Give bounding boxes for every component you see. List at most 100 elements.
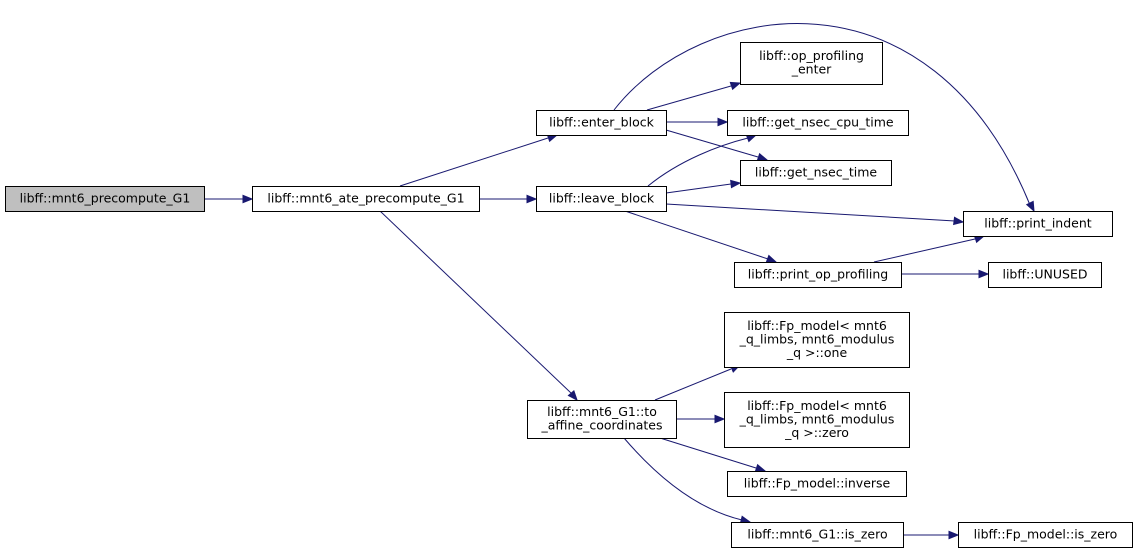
edge-mnt6_precompute_G1-to-mnt6_ate_precompute_G1 [204, 194, 254, 204]
edge-line [624, 210, 769, 260]
node-label: _enter [791, 62, 832, 77]
node-label: libff::Fp_model::inverse [744, 475, 891, 490]
node-to-affine-coordinates[interactable]: libff::mnt6_G1::to_affine_coordinates [527, 400, 677, 439]
edge-line [379, 210, 572, 394]
node-leave-block[interactable]: libff::leave_block [536, 186, 667, 212]
node-label: libff::mnt6_ate_precompute_G1 [267, 190, 464, 205]
node-label: libff::mnt6_G1::to [547, 404, 657, 419]
node-label: _q_limbs, mnt6_modulus [739, 331, 895, 346]
arrow-head-icon [714, 414, 726, 424]
edge-line [665, 203, 956, 222]
edge-mnt6_ate_precompute_G1-to-leave_block [479, 194, 538, 204]
edge-mnt6_ate_precompute_G1-to-to_affine_coordinates [379, 210, 578, 402]
edges-layer [204, 23, 1035, 540]
node-box [724, 392, 910, 448]
arrow-head-icon [730, 179, 742, 189]
node-box [958, 522, 1133, 548]
edge-line [654, 368, 732, 401]
node-label: libff::Fp_model::is_zero [974, 526, 1118, 541]
node-fp-one[interactable]: libff::Fp_model< mnt6_q_limbs, mnt6_modu… [724, 312, 910, 368]
node-fp-inverse[interactable]: libff::Fp_model::inverse [727, 471, 907, 497]
node-op-profiling-enter[interactable]: libff::op_profiling_enter [740, 42, 883, 85]
edge-print_op_profiling-to-print_indent [873, 234, 986, 263]
arrow-head-icon [953, 216, 965, 226]
node-label: _q >::one [786, 345, 848, 360]
edge-enter_block-to-print_indent [613, 23, 1035, 213]
edge-g1_is_zero-to-fp_is_zero [903, 530, 960, 540]
edge-line [873, 238, 976, 263]
node-box [988, 262, 1102, 288]
nodes-layer: libff::mnt6_precompute_G1 libff::mnt6_ate… [5, 42, 1133, 548]
arrow-head-icon [754, 463, 767, 473]
node-label: libff::Fp_model< mnt6 [747, 398, 887, 413]
node-label: libff::print_indent [984, 215, 1091, 230]
edge-leave_block-to-get_nsec_cpu_time [647, 134, 758, 187]
node-label: libff::get_nsec_time [755, 164, 877, 179]
node-box [727, 471, 907, 497]
arrow-head-icon [526, 194, 538, 204]
node-label: _q_limbs, mnt6_modulus [739, 411, 895, 426]
arrow-head-icon [242, 194, 254, 204]
node-mnt6-precompute-g1[interactable]: libff::mnt6_precompute_G1 [5, 186, 205, 212]
edge-line [659, 437, 757, 469]
arrow-head-icon [567, 389, 578, 402]
arrow-head-icon [948, 530, 960, 540]
edge-to_affine_coordinates-to-fp_zero [676, 414, 726, 424]
node-box [252, 186, 480, 212]
node-label: libff::leave_block [549, 190, 655, 205]
edge-enter_block-to-get_nsec_cpu_time [666, 117, 729, 127]
edge-enter_block-to-op_profiling_enter [646, 81, 742, 111]
node-box [740, 42, 883, 85]
edge-enter_block-to-get_nsec_time [665, 129, 769, 162]
arrow-head-icon [756, 152, 769, 162]
node-label: libff::Fp_model< mnt6 [747, 318, 887, 333]
node-label: libff::op_profiling [759, 48, 864, 63]
edge-leave_block-to-get_nsec_time [665, 179, 742, 194]
node-label: libff::enter_block [549, 114, 654, 129]
node-get-nsec-cpu-time[interactable]: libff::get_nsec_cpu_time [727, 110, 909, 136]
node-box [536, 110, 667, 136]
arrow-head-icon [717, 117, 729, 127]
edge-line [613, 23, 1031, 206]
node-box [740, 160, 892, 186]
node-g1-is-zero[interactable]: libff::mnt6_G1::is_zero [731, 522, 904, 548]
arrow-head-icon [765, 254, 778, 263]
node-fp-is-zero[interactable]: libff::Fp_model::is_zero [958, 522, 1133, 548]
node-mnt6-ate-precompute-g1[interactable]: libff::mnt6_ate_precompute_G1 [252, 186, 480, 212]
edge-line [665, 129, 759, 158]
node-box [731, 522, 904, 548]
node-box [724, 312, 910, 368]
edge-leave_block-to-print_op_profiling [624, 210, 778, 263]
node-box [734, 262, 902, 288]
node-box [963, 211, 1113, 237]
node-print-indent[interactable]: libff::print_indent [963, 211, 1113, 237]
node-label: libff::mnt6_G1::is_zero [747, 526, 887, 541]
arrow-head-icon [729, 81, 742, 91]
node-fp-zero[interactable]: libff::Fp_model< mnt6_q_limbs, mnt6_modu… [724, 392, 910, 448]
node-label: _q >::zero [784, 425, 849, 440]
node-box [527, 400, 677, 439]
node-box [727, 110, 909, 136]
edge-print_op_profiling-to-UNUSED [901, 269, 990, 279]
node-box [536, 186, 667, 212]
node-label: libff::mnt6_precompute_G1 [20, 190, 191, 205]
node-label: _affine_coordinates [540, 418, 662, 433]
node-label: libff::UNUSED [1002, 266, 1087, 281]
node-print-op-profiling[interactable]: libff::print_op_profiling [734, 262, 902, 288]
edge-leave_block-to-print_indent [665, 203, 965, 226]
edge-line [399, 137, 549, 187]
node-enter-block[interactable]: libff::enter_block [536, 110, 667, 136]
edge-line [665, 183, 732, 194]
arrow-head-icon [978, 269, 990, 279]
node-unused[interactable]: libff::UNUSED [988, 262, 1102, 288]
node-label: libff::get_nsec_cpu_time [742, 114, 893, 129]
node-box [5, 186, 205, 212]
edge-line [647, 137, 749, 187]
edge-line [623, 437, 743, 521]
node-get-nsec-time[interactable]: libff::get_nsec_time [740, 160, 892, 186]
edge-line [646, 85, 732, 111]
edge-mnt6_ate_precompute_G1-to-enter_block [399, 133, 559, 187]
arrow-head-icon [1025, 200, 1035, 213]
node-label: libff::print_op_profiling [748, 266, 889, 281]
